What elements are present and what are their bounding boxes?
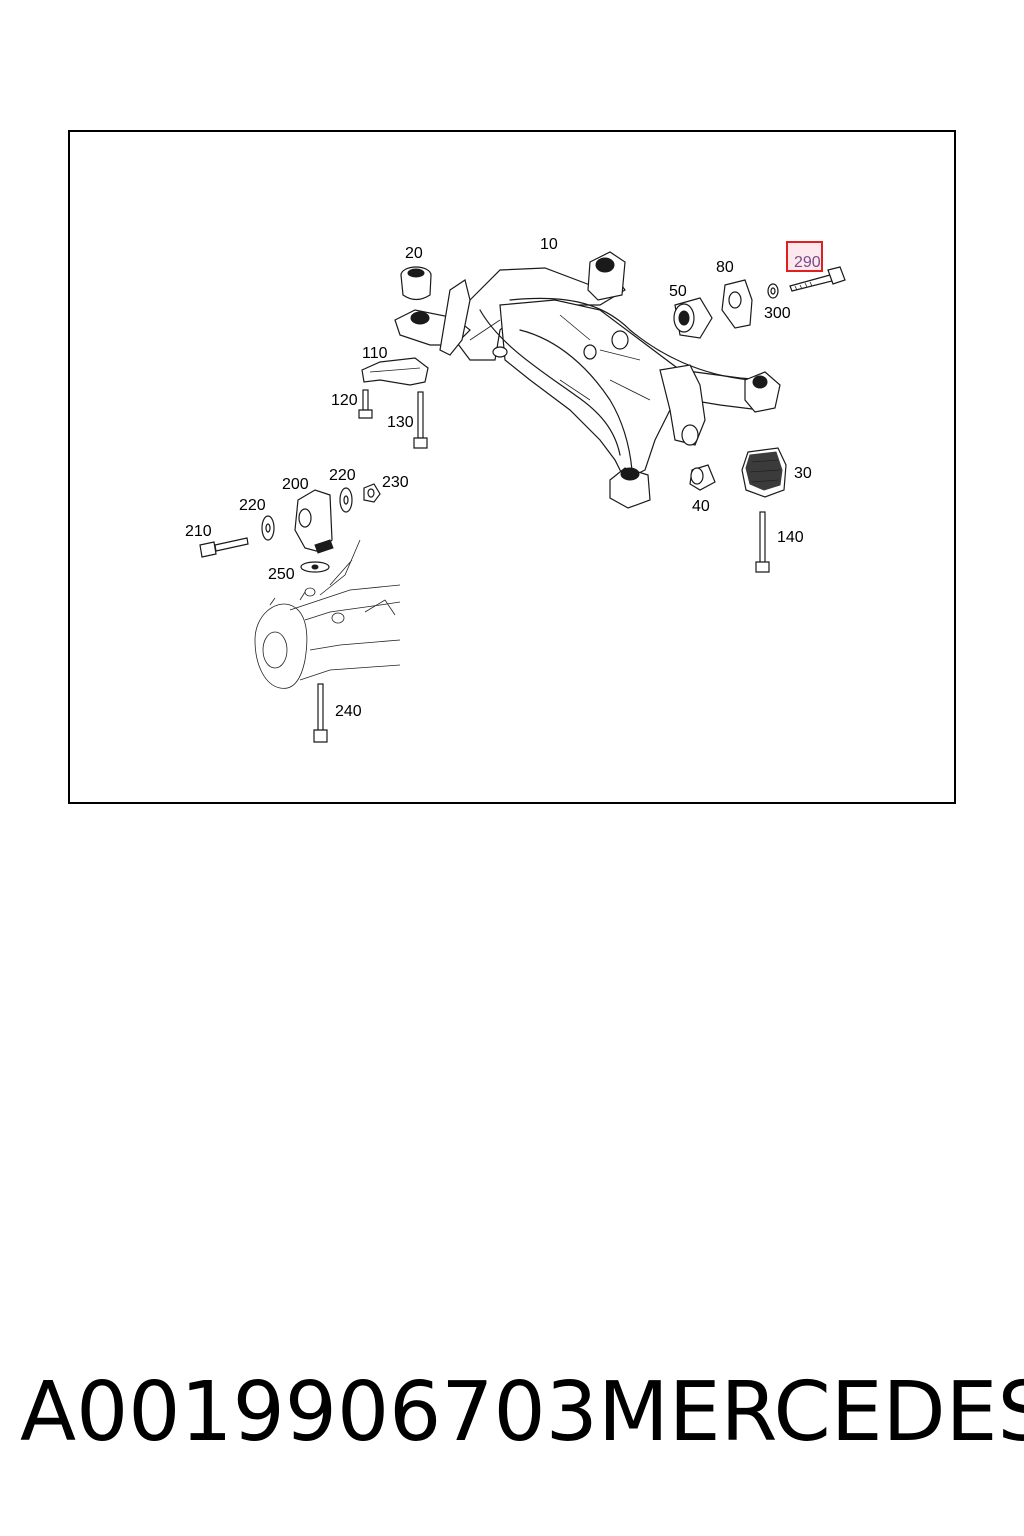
callout-300: 300 xyxy=(764,305,791,322)
highlight-box-290 xyxy=(786,241,823,272)
washer-part-220-left xyxy=(261,515,275,541)
callout-200: 200 xyxy=(282,476,309,493)
bushing-part-40 xyxy=(689,464,716,491)
diagram-frame xyxy=(68,130,956,804)
callout-250: 250 xyxy=(268,566,295,583)
brand-name: MERCEDES xyxy=(598,1365,1024,1460)
bushing-part-20 xyxy=(400,266,432,301)
washer-part-250 xyxy=(300,561,330,573)
subframe-part-10 xyxy=(394,251,781,509)
bracket-part-110 xyxy=(361,357,429,386)
callout-50: 50 xyxy=(669,283,687,300)
bushing-part-50 xyxy=(673,297,713,339)
callout-30: 30 xyxy=(794,465,812,482)
bolt-part-240 xyxy=(313,683,328,743)
mount-part-30 xyxy=(741,447,787,498)
bolt-part-290 xyxy=(789,266,846,292)
callout-20: 20 xyxy=(405,245,423,262)
callout-240: 240 xyxy=(335,703,362,720)
mount-part-200 xyxy=(294,489,334,554)
callout-290: 290 xyxy=(794,254,821,271)
bolt-part-120 xyxy=(358,389,373,419)
callout-80: 80 xyxy=(716,259,734,276)
axle-hub-sketch xyxy=(254,539,401,689)
callout-140: 140 xyxy=(777,529,804,546)
callout-110: 110 xyxy=(362,345,388,362)
callout-40: 40 xyxy=(692,498,710,515)
bolt-part-140 xyxy=(755,511,770,573)
callout-210: 210 xyxy=(185,523,212,540)
part-number: A0019906703 xyxy=(20,1365,598,1460)
bracket-part-80 xyxy=(721,279,753,329)
callout-120: 120 xyxy=(331,392,358,409)
callout-220-right: 220 xyxy=(329,467,356,484)
washer-part-220-right xyxy=(339,487,353,513)
callout-220-left: 220 xyxy=(239,497,266,514)
bolt-part-130 xyxy=(413,391,428,449)
nut-part-230 xyxy=(363,483,381,503)
callout-130: 130 xyxy=(387,414,414,431)
bolt-part-210 xyxy=(199,537,249,558)
callout-230: 230 xyxy=(382,474,409,491)
washer-part-300 xyxy=(767,283,779,299)
callout-10: 10 xyxy=(540,236,558,253)
